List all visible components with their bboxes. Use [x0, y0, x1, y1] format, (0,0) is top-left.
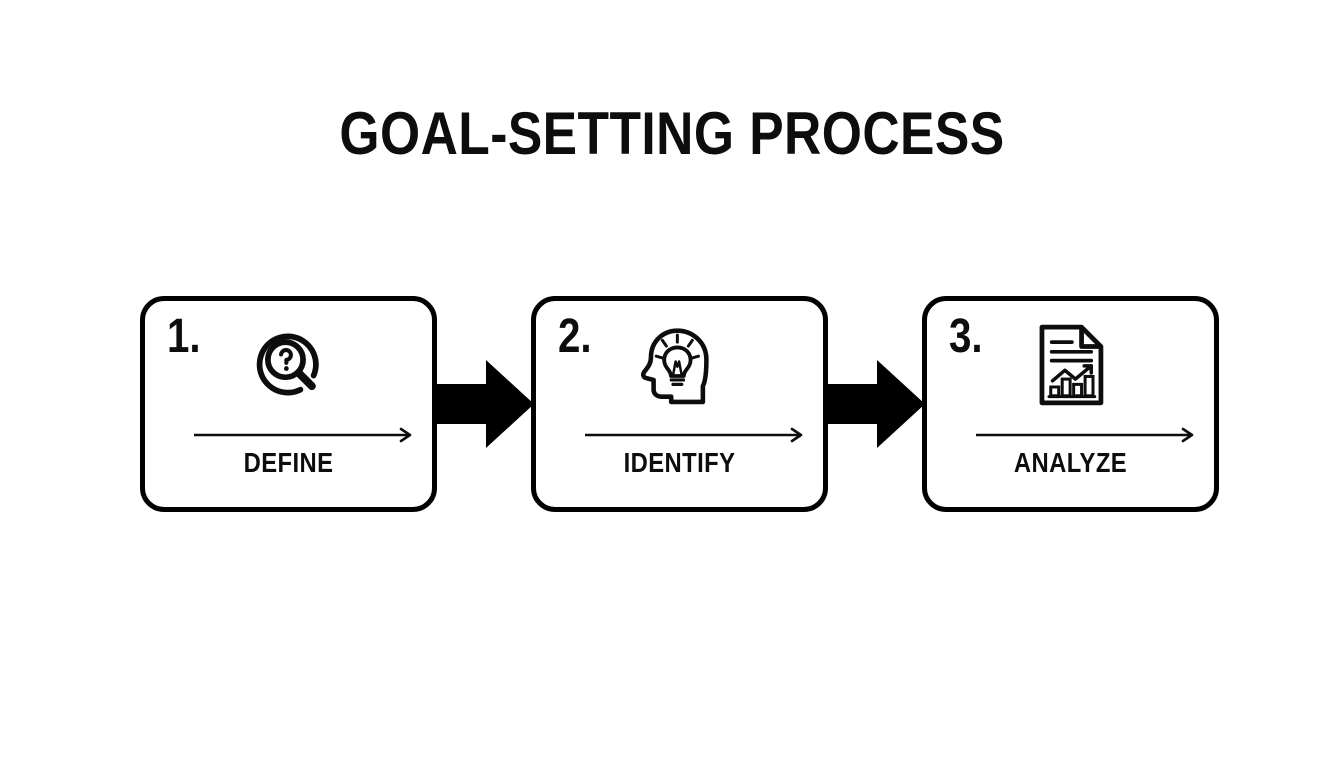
- process-step-card-1[interactable]: 1. DEF: [140, 296, 437, 512]
- block-arrow-right-icon-2: [825, 352, 925, 456]
- step-number-1: 1.: [167, 310, 201, 363]
- step-label-3: ANALYZE: [1013, 447, 1128, 478]
- process-step-card-2[interactable]: 2.: [531, 296, 828, 512]
- step-number-2: 2.: [558, 310, 592, 363]
- step-label-1: DEFINE: [243, 447, 334, 478]
- magnifier-question-icon: [243, 319, 335, 411]
- block-arrow-right-icon-1: [434, 352, 534, 456]
- step-inner-arrow-3: [975, 427, 1199, 443]
- head-lightbulb-icon: [634, 319, 726, 411]
- step-inner-arrow-2: [584, 427, 808, 443]
- step-inner-arrow-1: [193, 427, 417, 443]
- step-label-2: IDENTIFY: [623, 447, 736, 478]
- page-title: GOAL-SETTING PROCESS: [339, 100, 1005, 167]
- process-step-card-3[interactable]: 3.: [922, 296, 1219, 512]
- step-number-3: 3.: [949, 310, 983, 363]
- process-flow: 1. DEF: [140, 296, 1219, 516]
- document-chart-icon: [1025, 319, 1117, 411]
